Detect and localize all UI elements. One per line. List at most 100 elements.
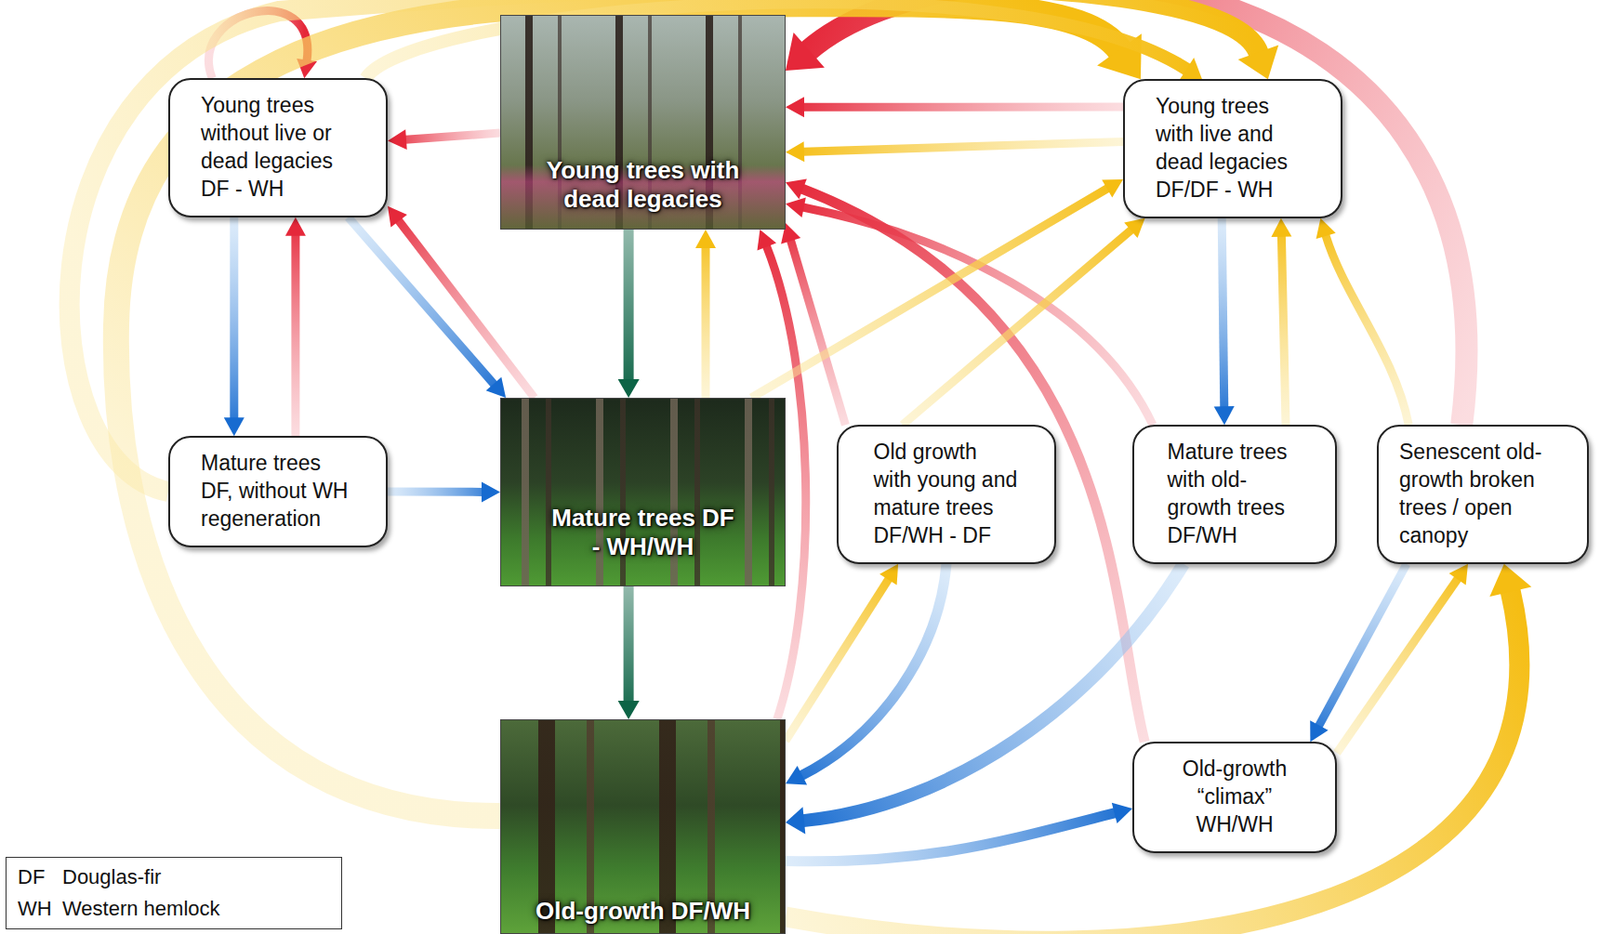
arrow-shaft: [1325, 235, 1409, 425]
arrow-shaft: [803, 207, 1153, 425]
photo-state: Young trees with dead legacies: [500, 14, 786, 230]
arrow-head: [785, 806, 806, 834]
arrow-shaft: [808, 0, 1468, 425]
arrow-head: [618, 379, 640, 398]
arrow-shaft: [623, 586, 635, 702]
transition-arrow: [785, 803, 1133, 862]
state-label: Senescent old-growth broken trees / open…: [1399, 438, 1567, 551]
arrow-head: [285, 217, 306, 237]
photo-caption: Old-growth DF/WH: [508, 897, 779, 926]
arrow-head: [785, 32, 825, 71]
arrow-head: [387, 206, 408, 228]
arrow-shaft: [348, 217, 495, 385]
transition-arrow: [116, 3, 1142, 817]
transition-arrow: [387, 129, 501, 150]
arrow-shaft: [623, 229, 635, 381]
state-label: Old growth with young and mature trees D…: [873, 438, 1020, 551]
arrow-shaft: [398, 220, 535, 398]
arrow-shaft: [290, 235, 300, 437]
legend-abbreviation: DF: [17, 865, 45, 890]
transition-arrow: [1336, 564, 1468, 754]
transition-arrow: [387, 206, 535, 398]
transition-arrow: [785, 197, 1153, 425]
transition-arrow: [618, 229, 640, 398]
arrow-head: [695, 229, 716, 249]
state-label: Old-growth “climax” WH/WH: [1164, 755, 1305, 840]
transition-arrow: [1214, 218, 1235, 425]
transition-arrow: [387, 481, 501, 503]
arrow-shaft: [229, 217, 239, 419]
state-box: Mature trees with old-growth trees DF/WH: [1132, 424, 1337, 565]
transition-arrow: [285, 217, 306, 437]
state-box: Old growth with young and mature trees D…: [836, 424, 1057, 565]
arrow-shaft: [701, 247, 711, 398]
state-box: Old-growth “climax” WH/WH: [1132, 741, 1337, 854]
state-label: Mature trees with old-growth trees DF/WH: [1167, 438, 1303, 551]
arrow-head: [785, 141, 805, 162]
arrow-head: [486, 377, 506, 398]
arrow-shaft: [1318, 564, 1407, 728]
arrow-head: [785, 179, 807, 200]
state-box: Senescent old-growth broken trees / open…: [1376, 424, 1589, 565]
state-box: Young trees without live or dead legacie…: [168, 78, 388, 218]
arrow-shaft: [803, 142, 1124, 153]
transition-arrow: [780, 223, 846, 425]
arrow-head: [785, 197, 807, 218]
arrow-head: [1489, 564, 1532, 597]
transition-arrow: [785, 179, 1145, 743]
state-label: Young trees without live or dead legacie…: [200, 92, 356, 204]
photo-state: Old-growth DF/WH: [500, 719, 786, 934]
arrow-head: [1270, 218, 1292, 238]
transition-arrow: [785, 564, 1184, 835]
arrow-shaft: [790, 239, 846, 425]
state-box: Young trees with live and dead legacies …: [1123, 79, 1343, 219]
arrow-head: [1316, 218, 1336, 239]
transition-arrow: [785, 141, 1124, 162]
arrow-head: [785, 96, 805, 118]
arrow-shaft: [803, 564, 1184, 821]
transition-arrow: [695, 229, 716, 398]
arrow-shaft: [1336, 578, 1458, 754]
arrow-shaft: [785, 813, 1116, 862]
transition-arrow: [785, 564, 1532, 934]
transition-arrow: [618, 586, 640, 720]
arrow-head: [1449, 564, 1468, 586]
transition-arrow: [785, 96, 1124, 118]
legend-abbreviation: WH: [17, 897, 53, 922]
arrow-shaft: [785, 591, 1520, 934]
arrow-head: [879, 564, 899, 586]
legend-box: DF Douglas-firWH Western hemlock: [5, 857, 343, 930]
arrow-shaft: [116, 3, 1121, 817]
arrow-shaft: [1281, 236, 1286, 425]
state-box: Mature trees DF, without WH regeneration: [168, 436, 388, 548]
photo-caption: Mature trees DF - WH/WH: [550, 503, 737, 562]
arrow-head: [1238, 45, 1280, 80]
transition-arrow: [785, 564, 947, 786]
arrow-head: [387, 129, 408, 150]
arrow-head: [618, 700, 640, 720]
arrow-head: [1309, 720, 1328, 742]
arrow-shaft: [1221, 218, 1225, 408]
transition-arrow: [1270, 218, 1292, 425]
arrow-shaft: [405, 132, 501, 140]
arrow-head: [1178, 57, 1203, 81]
transition-arrow: [785, 0, 1467, 425]
legend-meaning: Western hemlock: [62, 897, 221, 922]
photo-state: Mature trees DF - WH/WH: [500, 397, 786, 587]
arrow-head: [224, 417, 245, 437]
arrow-shaft: [902, 229, 1132, 425]
transition-arrow: [1316, 218, 1410, 425]
arrow-head: [1123, 218, 1145, 239]
arrow-head: [1111, 803, 1133, 824]
arrow-head: [481, 481, 501, 503]
arrow-shaft: [387, 488, 483, 497]
arrow-head: [1101, 179, 1124, 199]
arrow-head: [785, 766, 807, 786]
transition-arrow: [902, 218, 1146, 425]
arrow-head: [1214, 406, 1235, 425]
arrow-shaft: [803, 103, 1124, 112]
legend-meaning: Douglas-fir: [62, 865, 161, 890]
transition-arrow: [348, 217, 507, 398]
state-label: Young trees with live and dead legacies …: [1155, 92, 1310, 205]
